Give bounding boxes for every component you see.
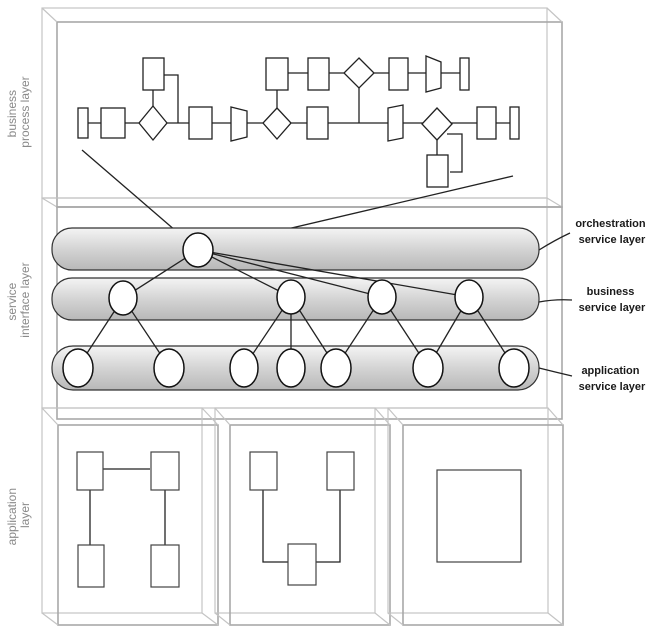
process-end-bar (509, 106, 520, 140)
application-service-node (153, 348, 185, 388)
process-task (426, 154, 449, 188)
process-task (476, 106, 497, 140)
process-task (306, 106, 329, 140)
process-data-shape (230, 106, 248, 142)
process-gateway (421, 107, 453, 141)
process-data-shape (425, 55, 442, 93)
process-task (188, 106, 213, 140)
process-task (142, 57, 165, 91)
process-end-bar (459, 57, 470, 91)
application-layer-box-3 (387, 407, 564, 626)
business-service-layer-label: business service layer (579, 286, 646, 314)
application-service-layer-label: application service layer (579, 365, 646, 393)
process-gateway (262, 107, 292, 140)
orchestration-service-tube (51, 227, 540, 271)
business-label-leader (538, 299, 573, 303)
application-service-node (412, 348, 444, 388)
application-service-node (62, 348, 94, 388)
orchestration-label-leader (538, 232, 571, 251)
service-interface-layer-label: service interface layer (5, 262, 32, 337)
process-task (307, 57, 330, 91)
application-component-3 (436, 469, 522, 563)
application-service-node (276, 348, 306, 388)
business-service-node (276, 279, 306, 315)
process-task (265, 57, 289, 91)
application-component-1 (76, 451, 180, 588)
application-layer-box-2 (214, 407, 391, 626)
orchestration-service-layer-label: orchestration service layer (575, 218, 648, 246)
process-start-bar (77, 107, 89, 139)
business-service-node (367, 279, 397, 315)
application-service-node (498, 348, 530, 388)
application-component-2 (249, 451, 355, 586)
business-service-node (454, 279, 484, 315)
application-service-node (229, 348, 259, 388)
process-task (100, 107, 126, 139)
application-layer-label: application layer (5, 485, 32, 546)
application-layer-box-1 (41, 407, 219, 626)
application-label-leader (538, 367, 573, 377)
business-service-node (108, 280, 138, 316)
process-task (388, 57, 409, 91)
business-process-flow (77, 55, 520, 188)
business-process-layer-label: business process layer (5, 76, 32, 147)
orchestration-service-node (182, 232, 214, 268)
application-service-node (320, 348, 352, 388)
process-gateway (343, 57, 375, 89)
process-data-shape (387, 104, 404, 142)
process-gateway (138, 104, 168, 142)
